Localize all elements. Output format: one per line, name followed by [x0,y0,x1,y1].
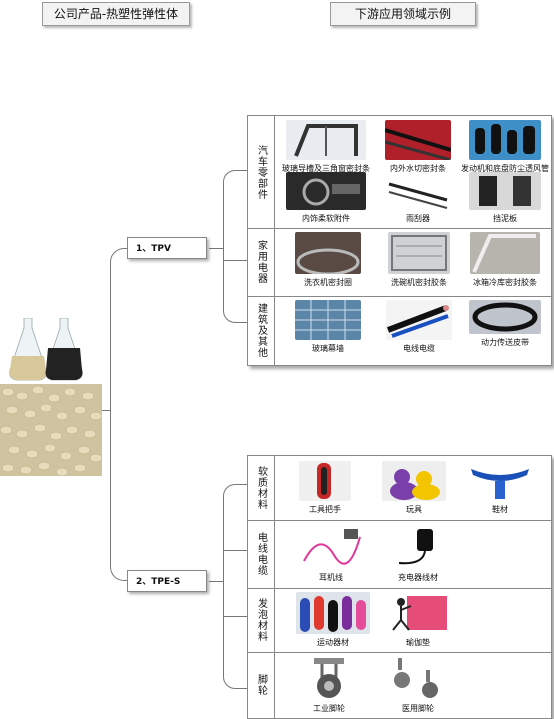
category-row-automotive: 汽车零部件 玻璃导槽及三角窗密封条 内外水切密封条 发动机和底盘防尘透风管 内饰… [248,116,551,229]
application-item: 工业脚轮 [294,656,364,714]
tool-handle-image [299,461,351,501]
connector [223,550,247,551]
category-label: 脚轮 [248,652,275,718]
toy-image [382,461,446,501]
application-item: 鞋材 [460,461,540,515]
application-item: 内外水切密封条 [378,120,458,174]
connector [223,260,247,261]
belt-image [469,300,541,334]
application-item: 玻璃幕墙 [282,300,374,354]
application-item: 工具把手 [288,461,362,515]
category-row-construction: 建筑及其他 玻璃幕墙 电线电缆 动力传送皮带 [248,296,551,365]
application-item: 玻璃导槽及三角窗密封条 [278,120,374,174]
application-item: 雨刮器 [378,172,458,224]
category-row-casters: 脚轮 工业脚轮 医用脚轮 [248,652,551,718]
curtain-wall-image [295,300,361,340]
application-item: 玩具 [374,461,454,515]
connector [223,484,248,582]
shoe-material-image [467,461,533,501]
category-row-soft-materials: 软质材料 工具把手 玩具 鞋材 [248,456,551,521]
application-item: 耳机线 [294,525,368,583]
medical-caster-image [390,656,446,700]
category-label: 软质材料 [248,456,275,520]
application-item: 医用脚轮 [378,656,458,714]
category-row-foam: 发泡材料 运动器材 瑜伽垫 [248,588,551,653]
cable-image [386,300,452,340]
fridge-seal-image [470,232,540,274]
washer-seal-image [295,232,361,274]
application-item: 发动机和底盘防尘透风管 [460,120,550,174]
product-tag-tpe-s: 2、TPE-S [127,570,207,592]
earphone-cable-image [300,525,362,569]
connector [209,248,223,249]
charger-cable-image [393,525,443,569]
interior-image [286,172,366,210]
connector [209,581,223,582]
category-row-cables: 电线电缆 耳机线 充电器线材 [248,520,551,589]
sports-foam-image [296,592,370,634]
tpv-application-panel: 汽车零部件 玻璃导槽及三角窗密封条 内外水切密封条 发动机和底盘防尘透风管 内饰… [247,115,552,366]
application-item: 瑜伽垫 [378,592,458,648]
category-label: 电线电缆 [248,520,275,588]
left-header: 公司产品-热塑性弹性体 [42,2,190,26]
category-label: 汽车零部件 [248,116,275,228]
tpe-s-application-panel: 软质材料 工具把手 玩具 鞋材 电线电缆 耳机线 [247,455,552,719]
application-item: 冰箱冷库密封胶条 [460,232,550,288]
application-item: 运动器材 [288,592,378,648]
application-item: 挡泥板 [460,172,550,224]
yoga-mat-image [387,592,449,634]
connector [110,410,127,581]
connector [110,248,127,411]
connector [223,616,247,617]
application-item: 洗衣机密封圈 [282,232,374,288]
application-item: 电线电缆 [378,300,460,354]
dishwasher-image [388,232,450,274]
industrial-caster-image [306,656,352,700]
dust-boot-image [469,120,541,160]
window-seal-image [286,120,366,160]
application-item: 动力传送皮带 [460,300,550,348]
connector [223,581,248,689]
application-item: 洗碗机密封胶条 [378,232,460,288]
product-tag-tpv: 1、TPV [127,237,207,259]
pellets-product-image [0,317,103,477]
mudflap-image [469,172,541,210]
right-header: 下游应用领域示例 [330,2,476,26]
application-item: 充电器线材 [378,525,458,583]
category-label: 发泡材料 [248,588,275,652]
wiper-image [385,172,451,210]
door-seal-image [385,120,451,160]
category-row-appliances: 家用电器 洗衣机密封圈 洗碗机密封胶条 冰箱冷库密封胶条 [248,228,551,297]
category-label: 建筑及其他 [248,296,275,365]
connector [223,248,248,323]
category-label: 家用电器 [248,228,275,296]
application-item: 内饰柔软附件 [278,172,374,224]
connector [223,170,248,249]
connector [102,410,110,411]
